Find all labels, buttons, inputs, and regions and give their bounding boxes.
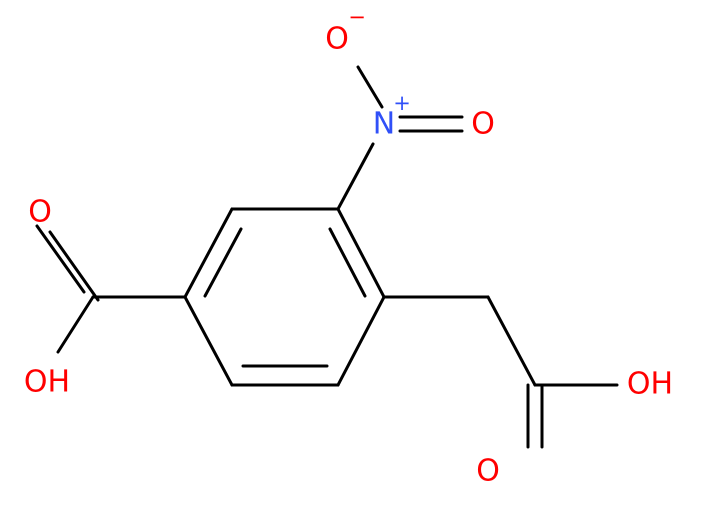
ring-bond-3 — [336, 207, 386, 299]
ch2-to-carbon-bond — [486, 295, 537, 387]
atom-oh-acetic: OH — [627, 367, 673, 402]
atom-o-nitro-right: O — [471, 107, 495, 142]
acetic-acid-group — [382, 295, 619, 449]
o-negative-charge: − — [348, 5, 366, 29]
carbonyl-double-bond-b — [35, 224, 86, 294]
atom-o-carboxyl-left: O — [28, 195, 52, 230]
atom-o-nitro-top: O — [325, 22, 349, 57]
carboxyl-oh-bond — [56, 295, 95, 354]
benzene-ring — [183, 207, 386, 387]
ring-bond-4 — [336, 295, 386, 387]
atom-o-acetic-bottom: O — [476, 454, 500, 489]
nitro-group — [336, 65, 464, 211]
ring-bond-1 — [183, 207, 234, 299]
ring-bond-6 — [183, 295, 234, 387]
atom-oh-carboxyl-left: OH — [24, 365, 70, 400]
nitro-o-single-bond — [356, 65, 384, 109]
ring-to-nitro-bond — [336, 142, 375, 211]
carbonyl-double-bond-a — [48, 230, 100, 302]
left-carboxyl-group — [35, 224, 187, 354]
n-positive-charge: + — [393, 91, 411, 115]
ring-bond-1-inner — [203, 227, 243, 298]
atom-n-nitro: N — [373, 107, 395, 142]
ring-bond-3-inner — [328, 227, 367, 298]
